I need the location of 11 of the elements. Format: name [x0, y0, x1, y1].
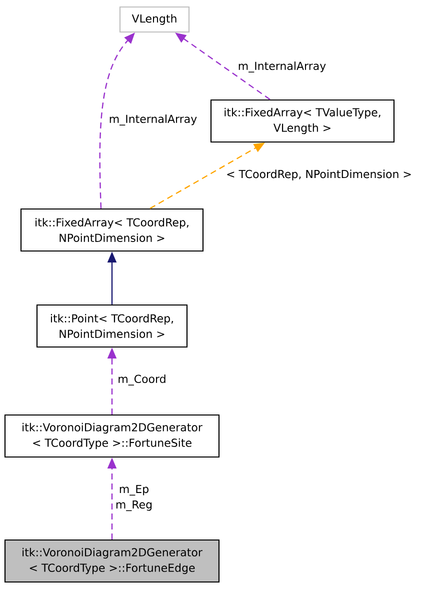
class-box: VLength — [119, 6, 190, 33]
edge-label: m_InternalArray — [236, 60, 328, 74]
edge-label: m_InternalArray — [108, 114, 198, 126]
edge-label: < TCoordRep, NPointDimension > — [225, 168, 413, 182]
edge-label: m_Coord — [116, 374, 168, 386]
edge-label: m_Ep m_Reg — [113, 484, 155, 512]
class-box: itk::FixedArray< TCoordRep, NPointDimension > — [20, 208, 204, 252]
class-box: itk::VoronoiDiagram2DGenerator < TCoordType >::FortuneSite — [4, 414, 220, 458]
class-box: itk::Point< TCoordRep, NPointDimension > — [36, 304, 188, 348]
class-box: itk::FixedArray< TValueType, VLength > — [210, 99, 395, 143]
class-box: itk::VoronoiDiagram2DGenerator < TCoordType >::FortuneEdge — [4, 539, 220, 583]
